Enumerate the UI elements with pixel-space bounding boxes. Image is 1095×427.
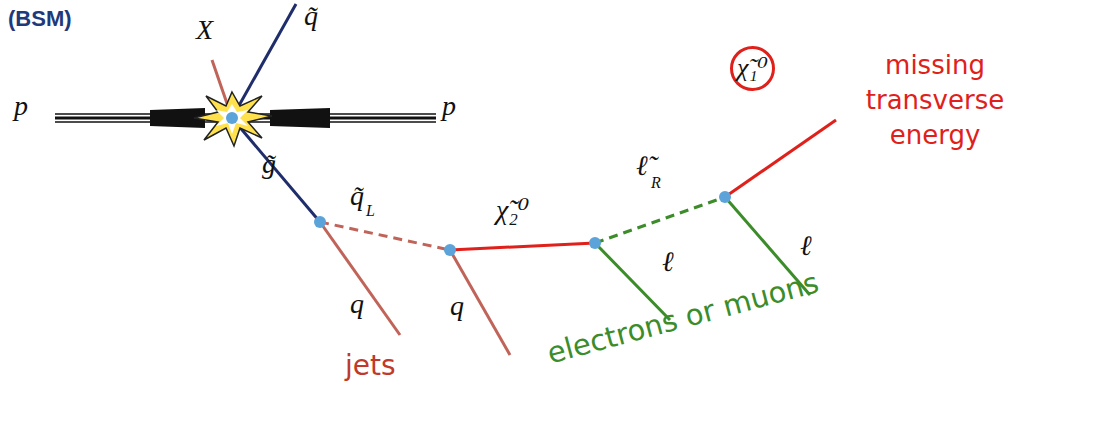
slepton-dashed-line: [595, 197, 725, 243]
subscript-label: L: [366, 202, 375, 220]
leptons-label: electrons or muons: [544, 266, 823, 371]
squark-line: [232, 4, 296, 118]
collision-burst: [194, 92, 272, 146]
neutralino-line: [725, 120, 836, 197]
quark-line: [320, 222, 400, 335]
neutralino-line: [450, 243, 595, 250]
particle-label: ℓ: [800, 230, 812, 262]
particle-label: ℓ: [662, 246, 674, 278]
particle-label: q: [350, 288, 364, 320]
quark-line: [450, 250, 510, 355]
particle-label: q̃: [350, 180, 364, 212]
particle-label: χ̃₂⁰: [496, 194, 529, 226]
heading-tag: (BSM): [8, 6, 72, 31]
jets-label: jets: [345, 350, 396, 382]
met-label: missing transverse energy: [855, 48, 1015, 153]
particle-label: q: [450, 290, 464, 322]
circled-particle: χ̃₁⁰: [730, 46, 775, 91]
particle-label: q̃: [304, 0, 318, 32]
particle-label: X: [196, 14, 213, 46]
gluino-line: [232, 118, 320, 222]
collision-core: [216, 104, 248, 134]
particle-label: g̃: [262, 148, 276, 180]
beam-arrow: [270, 108, 330, 128]
beam-label: p: [442, 90, 456, 122]
squark-dashed-line: [320, 222, 450, 250]
beam-label: p: [14, 90, 28, 122]
particle-label: ℓ̃: [636, 150, 648, 182]
vertex-dot: [226, 112, 731, 256]
subscript-label: R: [651, 174, 661, 192]
particle-label: χ̃₁⁰: [737, 54, 768, 83]
